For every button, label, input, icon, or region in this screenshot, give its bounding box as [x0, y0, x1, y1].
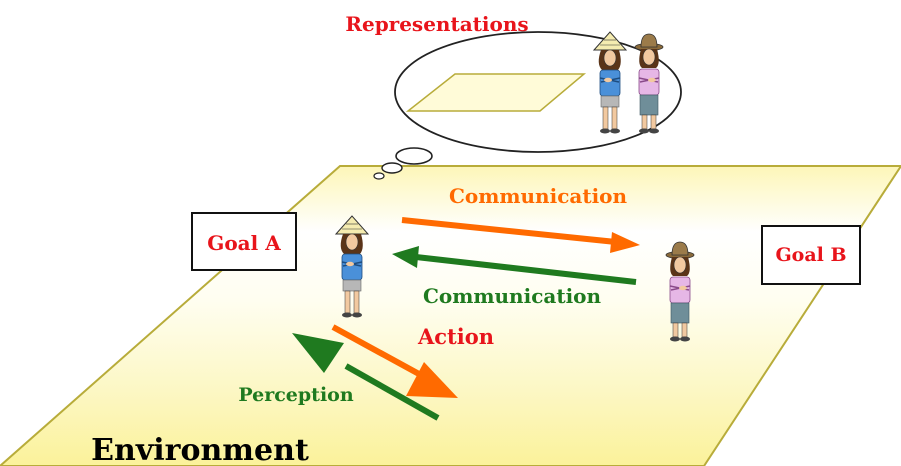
action-arrow	[331, 324, 458, 398]
action-label: Action	[417, 324, 494, 349]
perception-label: Perception	[238, 384, 353, 406]
communication-label-bottom: Communication	[423, 284, 602, 308]
goal-b-box	[761, 225, 861, 285]
represented-plane	[405, 73, 587, 112]
communication-label-top: Communication	[449, 184, 628, 208]
goal-a-box	[191, 212, 297, 271]
goal-a-label: Goal A	[207, 231, 281, 255]
environment-label: Environment	[91, 433, 309, 466]
communication-arrow-b-to-a	[392, 246, 637, 285]
environment-plane	[0, 165, 901, 466]
perception-arrow	[292, 333, 440, 421]
representations-label: Representations	[345, 12, 528, 36]
communication-arrow-a-to-b	[401, 217, 640, 253]
thought-bubble	[373, 31, 682, 180]
goal-b-label: Goal B	[775, 244, 846, 266]
